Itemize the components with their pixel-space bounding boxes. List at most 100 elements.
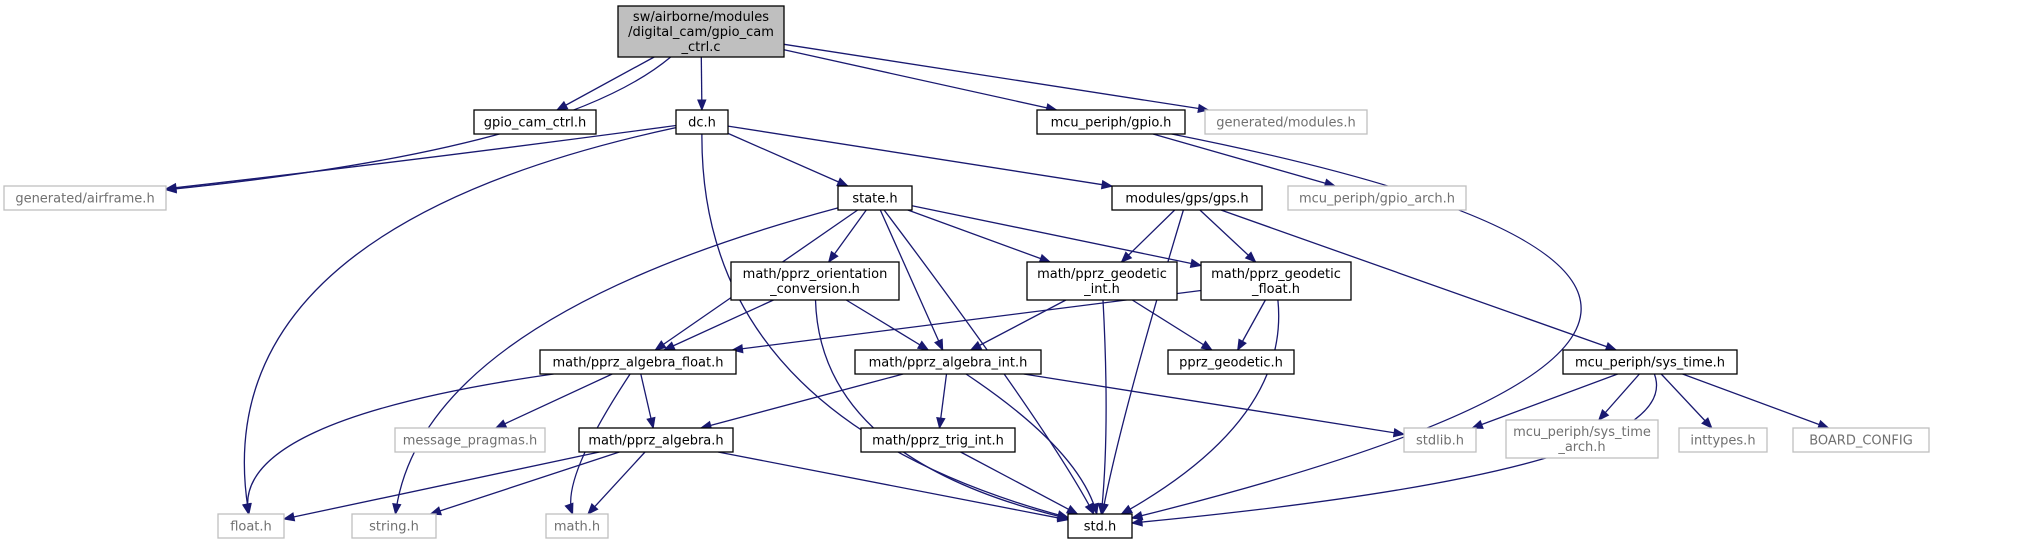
edge-pprz-algebra-float-h-to-float-h	[246, 373, 554, 515]
edge-arrowhead	[1817, 419, 1830, 429]
node-stdlib-h: stdlib.h	[1403, 427, 1477, 453]
node-box	[1200, 261, 1352, 301]
edge-mcu-periph-sys-time-h-to-std-h	[1131, 373, 1657, 524]
node-modules-gps-gps-h[interactable]: modules/gps/gps.h	[1111, 185, 1263, 211]
edge-gpio-cam-ctrl-c-to-generated-airframe-h	[165, 56, 672, 191]
node-pprz-algebra-int-h[interactable]: math/pprz_algebra_int.h	[854, 349, 1042, 375]
node-pprz-trig-int-h[interactable]: math/pprz_trig_int.h	[860, 427, 1016, 453]
node-label: mcu_periph/sys_time.h	[1575, 356, 1725, 371]
node-label: math/pprz_orientation	[743, 267, 888, 282]
edge-arrowhead	[1471, 419, 1484, 429]
edge-state-h-to-string-h	[394, 207, 839, 515]
node-pprz-algebra-h[interactable]: math/pprz_algebra.h	[578, 427, 734, 453]
node-box	[578, 427, 734, 453]
edge-dc-h-to-float-h	[243, 126, 677, 515]
node-label: state.h	[852, 192, 897, 207]
node-pprz-orientation-conversion-h[interactable]: math/pprz_orientation_conversion.h	[730, 261, 900, 301]
node-label: mcu_periph/sys_time	[1513, 425, 1651, 440]
edge-pprz-orientation-conversion-h-to-pprz-algebra-float-h	[663, 299, 774, 351]
node-box	[1067, 513, 1133, 539]
node-math-h: math.h	[545, 513, 609, 539]
node-message-pragmas-h: message_pragmas.h	[394, 427, 546, 453]
edge-dc-h-to-std-h	[701, 133, 1069, 519]
edge-gpio-cam-ctrl-c-to-mcu-periph-gpio-h	[783, 49, 1057, 111]
edge-arrowhead	[392, 503, 402, 516]
node-label: stdlib.h	[1416, 434, 1464, 449]
edge-pprz-algebra-h-to-std-h	[717, 451, 1069, 521]
edge-arrowhead	[1089, 502, 1099, 516]
node-mcu-periph-sys-time-h[interactable]: mcu_periph/sys_time.h	[1562, 349, 1738, 375]
node-box	[730, 261, 900, 301]
node-label: pprz_geodetic.h	[1179, 356, 1283, 371]
edge-arrowhead	[494, 419, 508, 429]
edge-pprz-geodetic-int-h-to-pprz-geodetic-h	[1131, 299, 1213, 351]
node-float-h: float.h	[217, 513, 285, 539]
node-label: sw/airborne/modules	[633, 10, 769, 25]
edge-arrowhead	[1120, 504, 1133, 515]
node-box	[217, 513, 285, 539]
node-gpio-cam-ctrl-c[interactable]: sw/airborne/modules/digital_cam/gpio_cam…	[617, 5, 785, 58]
node-box	[1026, 261, 1178, 301]
edge-dc-h-to-modules-gps-gps-h	[727, 125, 1113, 187]
node-pprz-geodetic-int-h[interactable]: math/pprz_geodetic_int.h	[1026, 261, 1178, 301]
edge-state-h-to-std-h	[883, 209, 1095, 515]
node-box	[617, 5, 785, 58]
edge-modules-gps-gps-h-to-pprz-geodetic-int-h	[1121, 209, 1176, 263]
node-box	[1403, 427, 1477, 453]
node-pprz-algebra-float-h[interactable]: math/pprz_algebra_float.h	[539, 349, 737, 375]
node-box	[1505, 419, 1659, 459]
node-pprz-geodetic-h[interactable]: pprz_geodetic.h	[1167, 349, 1295, 375]
node-pprz-geodetic-float-h[interactable]: math/pprz_geodetic_float.h	[1200, 261, 1352, 301]
node-box	[473, 109, 597, 135]
node-gpio-cam-ctrl-h[interactable]: gpio_cam_ctrl.h	[473, 109, 597, 135]
edge-pprz-geodetic-float-h-to-std-h	[1121, 299, 1280, 515]
node-mcu-periph-gpio-arch-h: mcu_periph/gpio_arch.h	[1287, 185, 1467, 211]
node-box	[860, 427, 1016, 453]
node-mcu-periph-gpio-h[interactable]: mcu_periph/gpio.h	[1036, 109, 1186, 135]
edge-arrowhead	[564, 502, 574, 516]
edge-arrowhead	[836, 177, 849, 187]
edge-pprz-algebra-h-to-string-h	[430, 451, 620, 515]
edge-pprz-algebra-int-h-to-pprz-algebra-h	[700, 373, 904, 429]
edge-arrowhead	[1130, 517, 1143, 527]
node-label: message_pragmas.h	[403, 434, 538, 449]
edge-state-h-to-pprz-geodetic-int-h	[907, 209, 1051, 263]
node-label: mcu_periph/gpio.h	[1051, 116, 1172, 131]
node-label: std.h	[1084, 520, 1117, 535]
edge-state-h-to-pprz-algebra-int-h	[879, 209, 944, 351]
node-box	[545, 513, 609, 539]
node-box	[1562, 349, 1738, 375]
edge-pprz-algebra-int-h-to-std-h	[965, 373, 1098, 515]
node-box	[1204, 109, 1368, 135]
node-label: _int.h	[1083, 282, 1120, 297]
edge-arrowhead	[1097, 503, 1108, 516]
node-box	[1792, 427, 1930, 453]
edge-arrowhead	[827, 250, 839, 264]
edge-arrowhead	[731, 344, 744, 354]
edge-arrowhead	[916, 340, 930, 351]
node-label: math/pprz_geodetic	[1037, 267, 1167, 282]
node-box	[351, 513, 437, 539]
node-generated-modules-h: generated/modules.h	[1204, 109, 1368, 135]
edge-gpio-cam-ctrl-c-to-gpio-cam-ctrl-h	[556, 56, 655, 111]
node-label: string.h	[369, 520, 419, 535]
edge-arrowhead	[1189, 258, 1203, 269]
edge-arrowhead	[654, 340, 667, 351]
node-label: _arch.h	[1557, 440, 1605, 455]
node-string-h: string.h	[351, 513, 437, 539]
node-label: modules/gps/gps.h	[1125, 192, 1248, 207]
node-label: math/pprz_algebra_float.h	[553, 356, 724, 371]
edge-dc-h-to-generated-airframe-h	[165, 124, 677, 190]
node-dc-h[interactable]: dc.h	[675, 109, 729, 135]
edge-arrowhead	[1130, 510, 1144, 521]
node-label: mcu_periph/gpio_arch.h	[1299, 192, 1455, 207]
edge-pprz-geodetic-int-h-to-std-h	[1100, 299, 1107, 515]
node-std-h[interactable]: std.h	[1067, 513, 1133, 539]
node-state-h[interactable]: state.h	[837, 185, 913, 211]
edge-pprz-trig-int-h-to-std-h	[960, 451, 1078, 515]
edge-mcu-periph-sys-time-h-to-board-config	[1682, 373, 1829, 429]
edge-arrowhead	[587, 503, 599, 515]
node-label: _conversion.h	[769, 282, 860, 297]
node-box	[394, 427, 546, 453]
edge-arrowhead	[282, 512, 296, 522]
